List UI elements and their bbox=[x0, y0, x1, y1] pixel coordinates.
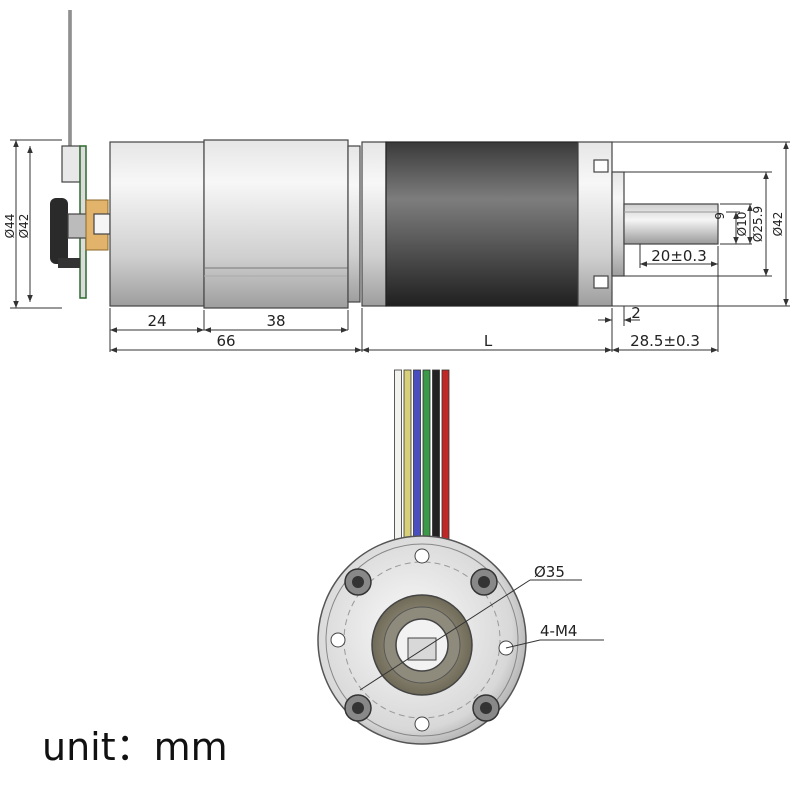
side-view bbox=[50, 10, 719, 309]
motor-front-ring bbox=[347, 145, 361, 303]
unit-label: unit：mm bbox=[42, 725, 228, 769]
dimension-lines bbox=[10, 139, 790, 353]
mounting-hole bbox=[470, 568, 498, 596]
motor-rear-cap bbox=[109, 141, 205, 307]
dim-mounting-holes: 4-M4 bbox=[540, 622, 577, 640]
output-shaft bbox=[623, 203, 719, 245]
motor-body bbox=[203, 139, 349, 309]
mounting-hole bbox=[344, 694, 372, 722]
dim-flat-depth: 9 bbox=[713, 212, 727, 220]
encoder-magnet-disc bbox=[50, 198, 68, 264]
dim-shaft-diameter: Ø10 bbox=[735, 212, 749, 237]
dim-motor-length: 38 bbox=[266, 312, 285, 330]
wire bbox=[413, 369, 421, 543]
motor-wires bbox=[394, 369, 450, 543]
dim-gearbox-length: L bbox=[484, 332, 493, 350]
encoder-connector bbox=[61, 145, 81, 183]
dim-shoulder-length: 2 bbox=[631, 304, 641, 322]
wire bbox=[403, 369, 412, 543]
wire bbox=[422, 369, 431, 543]
dim-gearbox-diameter: Ø42 bbox=[771, 212, 785, 237]
gearbox-body bbox=[385, 141, 579, 307]
dim-body-diameter-inner: Ø42 bbox=[17, 214, 31, 239]
wire bbox=[432, 369, 440, 543]
dim-boss-diameter: Ø25.9 bbox=[751, 206, 765, 242]
wire bbox=[441, 369, 450, 543]
dim-encoder-length: 24 bbox=[147, 312, 166, 330]
dimension-labels: Ø44 Ø42 24 38 66 L 28.5±0.3 20±0.3 2 9 Ø… bbox=[3, 206, 785, 350]
dim-body-diameter-outer: Ø44 bbox=[3, 214, 17, 239]
dim-motor-total-length: 66 bbox=[216, 332, 235, 350]
dim-bolt-circle: Ø35 bbox=[534, 563, 565, 581]
front-view: Ø35 4-M4 bbox=[317, 535, 604, 745]
gearbox-boss bbox=[611, 171, 625, 277]
mounting-hole bbox=[344, 568, 372, 596]
dim-shaft-usable-length: 20±0.3 bbox=[651, 247, 707, 265]
mounting-hole bbox=[472, 694, 500, 722]
wire bbox=[394, 369, 402, 543]
dim-shaft-length: 28.5±0.3 bbox=[630, 332, 700, 350]
